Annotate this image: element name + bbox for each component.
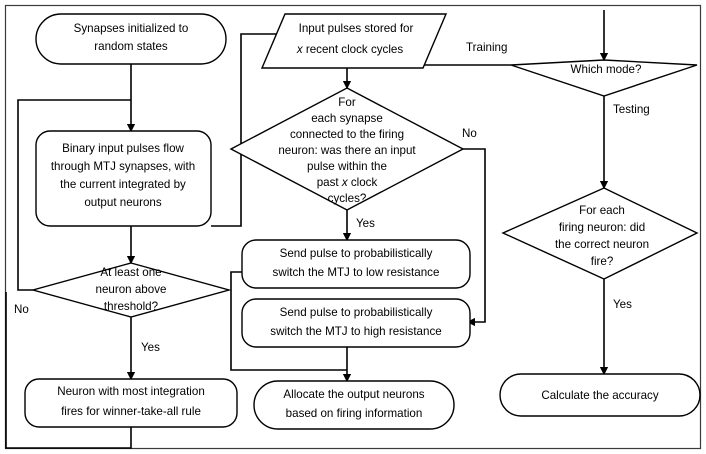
node-synapse-check-line-0: For	[338, 96, 356, 109]
node-threshold-check-line-1: neuron above	[96, 283, 167, 296]
node-allocate-neurons-shape	[253, 380, 455, 430]
node-synapse-check-line-6: cycles?	[328, 192, 367, 205]
node-pulse-low-resistance-shape	[241, 239, 471, 289]
node-correct-neuron-check-line-3: fire?	[591, 255, 614, 268]
node-binary-input-pulses-shape	[35, 130, 212, 227]
node-calculate-accuracy[interactable]: Calculate the accuracy	[499, 373, 701, 417]
node-input-pulses-stored-line-1: x recent clock cycles	[296, 43, 404, 56]
node-synapses-initialized-shape	[35, 13, 227, 65]
node-threshold-check[interactable]: At least one neuron above threshold?	[30, 262, 232, 318]
node-correct-neuron-check[interactable]: For each firing neuron: did the correct …	[501, 187, 699, 280]
edge-label-mode-training: Training	[466, 41, 507, 54]
node-binary-input-pulses-line-1: through MTJ synapses, with	[51, 160, 195, 173]
node-synapses-initialized-line-1: random states	[94, 40, 168, 53]
node-threshold-check-line-2: threshold?	[104, 300, 159, 313]
connector-wta-left-feedback	[5, 292, 132, 449]
connector-synapse-no	[463, 148, 486, 327]
node-synapses-initialized[interactable]: Synapses initialized to random states	[35, 13, 227, 65]
node-correct-neuron-check-line-2: the correct neuron	[555, 238, 649, 251]
node-which-mode-label: Which mode?	[571, 63, 642, 76]
node-synapse-check-line-5: past x clock	[317, 176, 378, 189]
node-calculate-accuracy-label: Calculate the accuracy	[541, 389, 658, 402]
node-correct-neuron-check-line-1: firing neuron: did	[559, 221, 645, 234]
node-winner-take-all-shape	[24, 378, 238, 428]
edge-label-mode-testing: Testing	[613, 103, 650, 116]
image-frame	[4, 4, 702, 450]
node-pulse-high-resistance-line-0: Send pulse to probabilistically	[280, 306, 433, 319]
node-pulse-low-resistance[interactable]: Send pulse to probabilistically switch t…	[241, 239, 471, 289]
node-input-pulses-stored-line-0: Input pulses stored for	[299, 22, 414, 35]
node-binary-input-pulses-line-2: the current integrated by	[60, 178, 186, 191]
node-correct-neuron-check-shape	[501, 187, 699, 280]
node-binary-input-pulses-line-3: output neurons	[84, 196, 162, 209]
edge-label-correct-yes: Yes	[613, 298, 632, 311]
node-winner-take-all-line-0: Neuron with most integration	[57, 385, 205, 398]
node-synapse-check-line-3: neuron: was there an input	[278, 144, 416, 157]
node-synapses-initialized-line-0: Synapses initialized to	[74, 22, 189, 35]
node-pulse-low-resistance-line-1: switch the MTJ to low resistance	[273, 266, 440, 279]
node-input-pulses-stored-shape	[260, 13, 448, 69]
edge-label-threshold-yes: Yes	[141, 341, 160, 354]
node-which-mode[interactable]: Which mode?	[510, 59, 698, 97]
node-allocate-neurons-line-0: Allocate the output neurons	[283, 388, 424, 401]
node-allocate-neurons-line-1: based on firing information	[286, 407, 423, 420]
node-winner-take-all-line-1: fires for winner-take-all rule	[61, 405, 201, 418]
connector-low-res-bypass	[230, 271, 347, 371]
node-synapse-check-line-2: connected to the firing	[290, 128, 404, 141]
node-correct-neuron-check-line-0: For each	[579, 204, 625, 217]
node-binary-input-pulses-line-0: Binary input pulses flow	[62, 142, 184, 155]
node-allocate-neurons[interactable]: Allocate the output neurons based on fir…	[253, 380, 455, 430]
node-which-mode-shape	[510, 59, 698, 97]
node-synapse-check-line-1: each synapse	[311, 112, 383, 125]
node-winner-take-all[interactable]: Neuron with most integration fires for w…	[24, 378, 238, 428]
edge-label-synapse-yes: Yes	[356, 217, 375, 230]
node-binary-input-pulses[interactable]: Binary input pulses flow through MTJ syn…	[35, 130, 212, 227]
node-pulse-high-resistance-line-1: switch the MTJ to high resistance	[270, 325, 441, 338]
node-pulse-high-resistance-shape	[241, 298, 471, 348]
node-threshold-check-shape	[30, 262, 232, 318]
connector-binary-to-input-store	[211, 29, 288, 227]
node-pulse-low-resistance-line-0: Send pulse to probabilistically	[280, 247, 433, 260]
node-pulse-high-resistance[interactable]: Send pulse to probabilistically switch t…	[241, 298, 471, 348]
edge-label-synapse-no: No	[462, 127, 477, 140]
edge-label-threshold-no: No	[14, 303, 29, 316]
node-threshold-check-line-0: At least one	[100, 266, 161, 279]
node-calculate-accuracy-shape	[499, 373, 701, 417]
connector-threshold-no-loop	[17, 99, 131, 291]
node-synapse-check[interactable]: For each synapse connected to the firing…	[229, 87, 465, 211]
node-synapse-check-shape	[229, 87, 465, 211]
node-synapse-check-line-4: pulse within the	[307, 160, 387, 173]
node-input-pulses-stored[interactable]: Input pulses stored for x recent clock c…	[260, 13, 448, 69]
